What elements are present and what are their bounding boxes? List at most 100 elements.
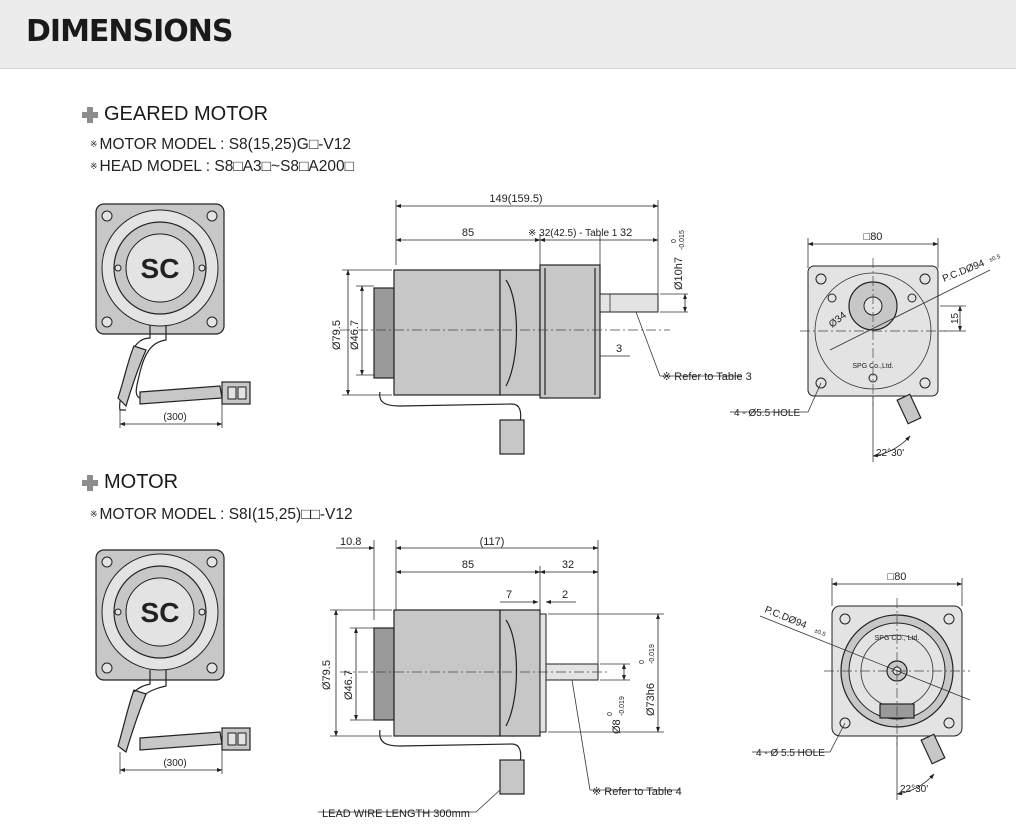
section-title-motor: MOTOR [82,471,178,494]
motor-body [393,269,501,396]
cable-boot [920,733,946,765]
mount-hole-icon [839,613,851,625]
cable-boot [499,759,525,795]
screw-icon [101,210,113,222]
geared-rear-view: SC (300) [95,203,251,428]
motor-model-note-2: ※MOTOR MODEL : S8I(15,25)□□-V12 [90,506,353,523]
rivet-icon [114,608,122,616]
gear-head [539,264,601,399]
lead-length-label: (300) [163,758,186,769]
dim-85: 85 [462,559,474,571]
dim-square-80: □80 [888,571,907,583]
dim-dia-46-7: Ø46.7 [349,320,361,350]
motor-model-note: ※MOTOR MODEL : S8(15,25)G□-V12 [90,136,351,153]
dim-shaft-dia: Ø10h7 [673,257,685,290]
rivet-icon [114,264,122,272]
motor-flange [499,609,541,737]
lead-wire [135,325,221,399]
motor-side-view: 10.8 (117) 85 32 7 2 Ø79.5 Ø46.7 Ø8 0 -0… [318,536,682,820]
overall-length-label: 149(159.5) [489,193,542,205]
lead-sheath [139,385,223,405]
mount-hole-icon [943,717,955,729]
svg-text:0: 0 [607,712,614,716]
dim-dia-79-5: Ø79.5 [321,660,333,690]
angle-label: 22°30' [876,448,904,459]
screw-icon [206,662,218,674]
hole-label: 4 - Ø5.5 HOLE [734,408,800,419]
svg-text:-0.015: -0.015 [679,230,686,250]
rivet-icon [198,264,206,272]
logo-disc [125,577,195,647]
rivet-icon [198,608,206,616]
rear-cap [373,627,395,721]
plus-icon [82,106,98,123]
screw-icon [101,662,113,674]
cable-boot [896,393,922,425]
mount-hole-icon [943,613,955,625]
lead-sheath [117,689,147,753]
lead-length-label: (300) [163,412,186,423]
dim-15: 15 [950,312,961,324]
svg-text:±0.5: ±0.5 [989,254,1003,264]
motor-rear-view: SC (300) [95,549,251,774]
section-title-text: MOTOR [104,471,179,493]
screw-icon [206,210,218,222]
dim-7: 7 [506,589,512,601]
geared-front-view: □80 SPG Co.,Ltd. P.C.DØ94 ±0.5 Ø34 15 4 … [730,231,1002,462]
dim-85: 85 [462,227,474,239]
svg-text:-0.019: -0.019 [619,696,626,716]
screw-icon [206,316,218,328]
cable-boot [499,419,525,455]
refer-table-4: ※ Refer to Table 4 [592,786,682,798]
section-title-geared-motor: GEARED MOTOR [82,103,268,126]
svg-text:-0.019: -0.019 [649,644,656,664]
svg-text:0: 0 [671,239,678,243]
rear-cap [373,287,395,379]
logo-disc [125,233,195,303]
dim-32: 32 [562,559,574,571]
lead-sheath [139,731,223,751]
lead-sheath [117,345,147,408]
sc-logo: SC [141,597,180,628]
mount-hole-icon [815,273,827,285]
mount-hole-icon [919,377,931,389]
screw-icon [206,556,218,568]
sc-logo: SC [141,253,180,284]
motor-flange [499,269,541,396]
overall-length-label: (117) [480,536,505,548]
dim-10-8: 10.8 [340,536,361,548]
lead-wire-length-label: LEAD WIRE LENGTH 300mm [322,808,470,820]
dim-2: 2 [562,589,568,601]
dim-dia-79-5: Ø79.5 [331,320,343,350]
dim-square-80: □80 [864,231,883,243]
screw-icon [101,316,113,328]
dim-32-note: ※ 32(42.5) - Table 1 [528,228,618,239]
mount-hole-icon [919,273,931,285]
dim-shaft-dia: Ø8 [611,719,623,734]
hole-label: 4 - Ø 5.5 HOLE [756,748,825,759]
dim-32: 32 [620,227,632,239]
angle-label: 22°30' [900,784,928,795]
motor-front-view: □80 SPG CO., Ltd. P.C.DØ94 ±0.5 4 - Ø 5.… [752,571,971,800]
pcd-label: P.C.DØ94 [763,605,809,632]
output-shaft [545,663,599,681]
dim-dia-46-7: Ø46.7 [343,670,355,700]
plus-icon [82,474,98,491]
svg-text:0: 0 [639,660,646,664]
lead-wire [379,391,522,452]
dim-pilot-dia: Ø73h6 [645,683,657,716]
page-title: DIMENSIONS [26,14,234,49]
refer-table-3: ※ Refer to Table 3 [662,371,752,383]
lead-wire [379,729,522,790]
section-title-text: GEARED MOTOR [104,103,269,125]
dim-3: 3 [616,343,622,355]
head-model-note: ※HEAD MODEL : S8□A3□~S8□A200□ [90,158,354,175]
output-shaft [599,293,659,313]
pcd-label: P.C.DØ94 [941,258,987,285]
motor-body [393,609,501,737]
geared-side-view: 149(159.5) 85 ※ 32(42.5) - Table 1 32 Ø7… [331,193,752,455]
pilot-ring [539,613,547,733]
page-header: DIMENSIONS [0,0,1016,69]
screw-icon [101,556,113,568]
